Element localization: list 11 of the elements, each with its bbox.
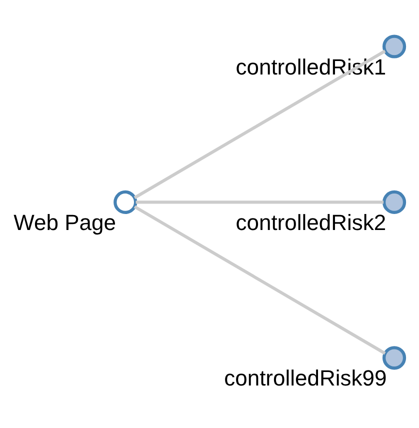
node-label: Web Page — [14, 210, 116, 236]
node-label: controlledRisk2 — [236, 210, 386, 236]
node-circle — [382, 34, 406, 58]
connector — [134, 50, 386, 200]
node-circle — [382, 190, 406, 214]
node-circle — [382, 346, 406, 370]
connector — [136, 200, 384, 204]
node-label: controlledRisk99 — [224, 366, 387, 391]
connector — [134, 205, 386, 355]
node-circle — [114, 190, 138, 214]
node-label: controlledRisk1 — [236, 54, 386, 80]
